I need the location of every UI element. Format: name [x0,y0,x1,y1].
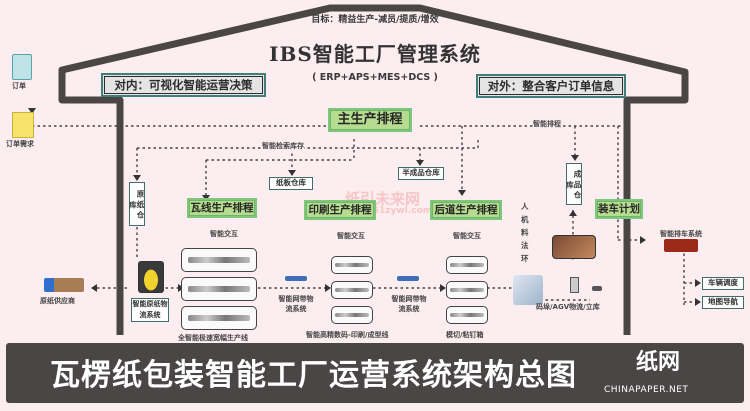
main-schedule-box: 主生产排程 [328,108,412,132]
order-label: 订单 [12,82,26,90]
print-machine-2 [331,281,373,299]
agv-icon [570,277,579,293]
supplier-label: 原纸供应商 [40,297,75,305]
loading-plan-box: 装车计划 [595,199,643,219]
print-line-label: 智能高精数码-印刷/成型线 [306,331,389,339]
die-cut-line-label: 模切/粘钉箱 [446,331,484,339]
warehouse-image [552,235,596,259]
smart-inventory-label: 智能检索库存 [262,141,304,151]
vehicle-dispatch-box: 车辆调度 [702,277,744,290]
corrugator-machine-1 [181,248,257,272]
mesh-logistics-label-2: 智能网带物流系统 [391,295,427,313]
raw-paper-warehouse: 原纸仓库 [129,182,145,226]
die-cut-machine-2 [446,281,488,299]
mesh-conveyor-icon-1 [285,276,307,281]
order-icon [12,54,32,80]
truck-icon [44,278,84,292]
print-schedule-box: 印刷生产排程 [304,200,376,220]
corrugator-schedule-box: 瓦线生产排程 [187,198,257,218]
raw-paper-logistics-label: 智能原纸物流系统 [131,298,169,322]
order-demand-label: 订单需求 [6,140,34,148]
print-machine-3 [331,306,373,324]
footer-title: 瓦楞纸包装智能工厂运营系统架构总图 [50,358,577,393]
robot-agv-label: 码垛/AGV物流/立库 [536,303,600,311]
watermark-logo: 纸网 [636,350,681,375]
corrugator-machine-2 [181,277,257,301]
smart-schedule-label: 智能排程 [533,119,561,129]
smart-interaction-2: 智能交互 [337,232,365,240]
system-title: IBS智能工厂管理系统 [269,42,481,66]
semi-finished-warehouse: 半成品仓库 [398,167,444,180]
robot-palletizer-image [513,275,543,305]
post-schedule-box: 后道生产排程 [430,200,502,220]
board-warehouse: 纸板仓库 [269,177,313,190]
smart-interaction-1: 智能交互 [210,230,238,238]
internal-banner: 对内：可视化智能运营决策 [101,73,266,97]
delivery-truck-icon [664,239,698,252]
smart-interaction-3: 智能交互 [453,232,481,240]
external-banner: 对外：整合客户订单信息 [476,74,626,98]
system-subtitle: ( ERP+APS+MES+DCS ) [312,72,438,83]
corrugator-machine-3 [181,306,257,330]
watermark-url: www.51zywl.com [345,206,433,216]
finished-warehouse: 成品仓库 [566,163,582,205]
raw-paper-logistics-image [138,261,164,293]
map-navigation-box: 地图导航 [702,296,744,309]
truck-system-label: 智能排车系统 [660,230,702,238]
order-demand-icon [12,112,34,138]
mesh-logistics-label-1: 智能网带物流系统 [278,295,314,313]
mesh-conveyor-icon-2 [397,276,419,281]
footer-banner [6,343,744,403]
agv-cart-icon [592,286,602,291]
man-machine-label: 人机料法环 [521,202,529,263]
print-machine-1 [331,256,373,274]
house-outline [58,4,689,335]
goal-text: 目标：精益生产-减员/提质/增效 [311,15,439,25]
die-cut-machine-3 [446,306,488,324]
corrugator-line-label: 全智能极速宽幅生产线 [178,334,248,342]
die-cut-machine-1 [446,256,488,274]
watermark-text: CHINAPAPER.NET [604,385,689,395]
